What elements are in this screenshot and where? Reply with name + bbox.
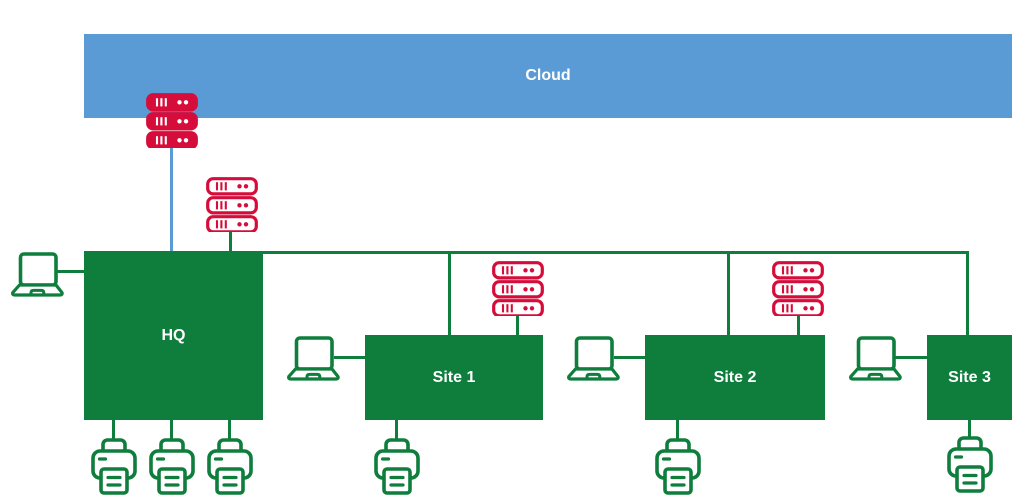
hq-printer3-link: [228, 420, 231, 440]
cloud-zone[interactable]: Cloud: [84, 34, 1012, 118]
hq-laptop-icon[interactable]: [11, 252, 64, 297]
site1-rack-server-icon[interactable]: [492, 261, 544, 318]
site2-printer-icon[interactable]: [655, 438, 701, 495]
hq-label: HQ: [161, 326, 186, 344]
site1-printer-link: [395, 420, 398, 440]
site1-label: Site 1: [432, 368, 476, 386]
cloud-hq-link: [170, 141, 173, 251]
site1-printer-icon[interactable]: [374, 438, 420, 495]
site1-laptop-icon[interactable]: [287, 336, 340, 381]
bus-drop-site1: [448, 251, 451, 335]
site2-node[interactable]: Site 2: [645, 335, 825, 420]
hq-laptop-link: [55, 270, 84, 273]
site3-laptop-link: [894, 356, 927, 359]
site2-printer-link: [676, 420, 679, 440]
bus-drop-site2: [727, 251, 730, 335]
hq-printer-icon-2[interactable]: [149, 438, 195, 495]
hq-rack-server-icon[interactable]: [206, 177, 258, 234]
hq-printer-icon-3[interactable]: [207, 438, 253, 495]
hq-node[interactable]: HQ: [84, 251, 263, 420]
site1-rack-link: [516, 311, 519, 335]
site2-laptop-link: [614, 356, 645, 359]
cloud-rack-server-icon[interactable]: [146, 93, 198, 150]
site3-printer-link: [968, 420, 971, 438]
site2-laptop-icon[interactable]: [567, 336, 620, 381]
site2-label: Site 2: [713, 368, 757, 386]
hq-rack-link: [229, 229, 232, 251]
hq-printer-icon-1[interactable]: [91, 438, 137, 495]
bus-drop-site3: [966, 251, 969, 335]
cloud-label: Cloud: [525, 67, 571, 84]
hq-printer2-link: [170, 420, 173, 440]
hq-printer1-link: [112, 420, 115, 440]
site1-laptop-link: [334, 356, 365, 359]
site2-rack-server-icon[interactable]: [772, 261, 824, 318]
site3-label: Site 3: [948, 368, 991, 386]
site3-node[interactable]: Site 3: [927, 335, 1012, 420]
site3-printer-icon[interactable]: [947, 436, 993, 493]
site1-node[interactable]: Site 1: [365, 335, 543, 420]
site2-rack-link: [797, 311, 800, 335]
backbone-bus-line: [263, 251, 969, 254]
site3-laptop-icon[interactable]: [849, 336, 902, 381]
